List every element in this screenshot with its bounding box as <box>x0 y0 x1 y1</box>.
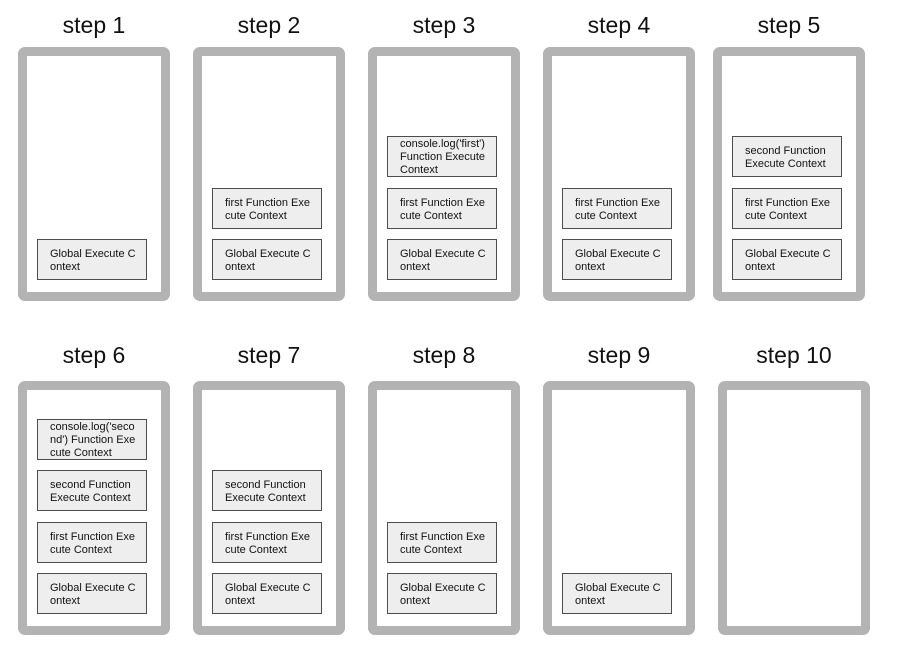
call-stack-container: Global Execute Context first Function Exe… <box>18 381 170 635</box>
step-title: step 2 <box>237 12 301 38</box>
stack-frame-label: first Function Execute Context <box>575 196 660 222</box>
call-stack-container <box>718 381 870 635</box>
stack-frame-label: first Function Execute Context <box>50 530 135 556</box>
stack-frame: Global Execute Context <box>37 239 147 280</box>
step-title: step 4 <box>587 12 651 38</box>
stack-frame-label: Global Execute Context <box>225 247 311 273</box>
stack-frame: Global Execute Context <box>387 239 497 280</box>
call-stack-container: Global Execute Context first Function Exe… <box>713 47 865 301</box>
stack-frame: first Function Execute Context <box>387 522 497 563</box>
stack-frame-label: Global Execute Context <box>50 581 136 607</box>
step-title: step 9 <box>587 342 651 368</box>
stack-frame-label: first Function Execute Context <box>400 530 485 556</box>
stack-frame-label: first Function Execute Context <box>745 196 830 222</box>
stack-frame-label: second Function Execute Context <box>745 144 826 170</box>
step-title: step 7 <box>237 342 301 368</box>
call-stack-container: Global Execute Context first Function Exe… <box>368 381 520 635</box>
stack-frame-label: second Function Execute Context <box>225 478 306 504</box>
stack-frame: first Function Execute Context <box>212 188 322 229</box>
step-title: step 1 <box>62 12 126 38</box>
call-stack-container: Global Execute Context <box>543 381 695 635</box>
stack-frame: first Function Execute Context <box>37 522 147 563</box>
stack-frame: Global Execute Context <box>732 239 842 280</box>
step-title: step 6 <box>62 342 126 368</box>
step-title: step 3 <box>412 12 476 38</box>
stack-frame-label: first Function Execute Context <box>400 196 485 222</box>
stack-frame-label: Global Execute Context <box>50 247 136 273</box>
stack-frame: first Function Execute Context <box>387 188 497 229</box>
stack-frame-label: Global Execute Context <box>575 581 661 607</box>
stack-frame-label: Global Execute Context <box>225 581 311 607</box>
call-stack-container: Global Execute Context first Function Exe… <box>193 381 345 635</box>
stack-frame: first Function Execute Context <box>562 188 672 229</box>
stack-frame: second Function Execute Context <box>37 470 147 511</box>
stack-frame-label: Global Execute Context <box>400 247 486 273</box>
stack-frame: Global Execute Context <box>37 573 147 614</box>
step-title: step 10 <box>756 342 832 368</box>
stack-frame-label: second Function Execute Context <box>50 478 131 504</box>
stack-frame: first Function Execute Context <box>212 522 322 563</box>
call-stack-container: Global Execute Context first Function Exe… <box>193 47 345 301</box>
stack-frame: Global Execute Context <box>212 239 322 280</box>
stack-frame-label: Global Execute Context <box>745 247 831 273</box>
stack-frame: console.log('second') Function Execute C… <box>37 419 147 460</box>
stack-frame: second Function Execute Context <box>732 136 842 177</box>
call-stack-container: Global Execute Context first Function Exe… <box>543 47 695 301</box>
stack-frame-label: first Function Execute Context <box>225 530 310 556</box>
stack-frame: console.log('first') Function Execute Co… <box>387 136 497 177</box>
stack-frame: Global Execute Context <box>562 573 672 614</box>
stack-frame: second Function Execute Context <box>212 470 322 511</box>
call-stack-container: Global Execute Context first Function Exe… <box>368 47 520 301</box>
stack-frame-label: Global Execute Context <box>400 581 486 607</box>
step-title: step 8 <box>412 342 476 368</box>
stack-frame-label: Global Execute Context <box>575 247 661 273</box>
stack-frame-label: first Function Execute Context <box>225 196 310 222</box>
step-title: step 5 <box>757 12 821 38</box>
call-stack-container: Global Execute Context <box>18 47 170 301</box>
stack-frame: Global Execute Context <box>212 573 322 614</box>
stack-frame-label: console.log('second') Function Execute C… <box>50 421 136 459</box>
stack-frame: Global Execute Context <box>562 239 672 280</box>
stack-frame: Global Execute Context <box>387 573 497 614</box>
stack-frame: first Function Execute Context <box>732 188 842 229</box>
stack-frame-label: console.log('first') Function Execute Co… <box>400 138 485 176</box>
